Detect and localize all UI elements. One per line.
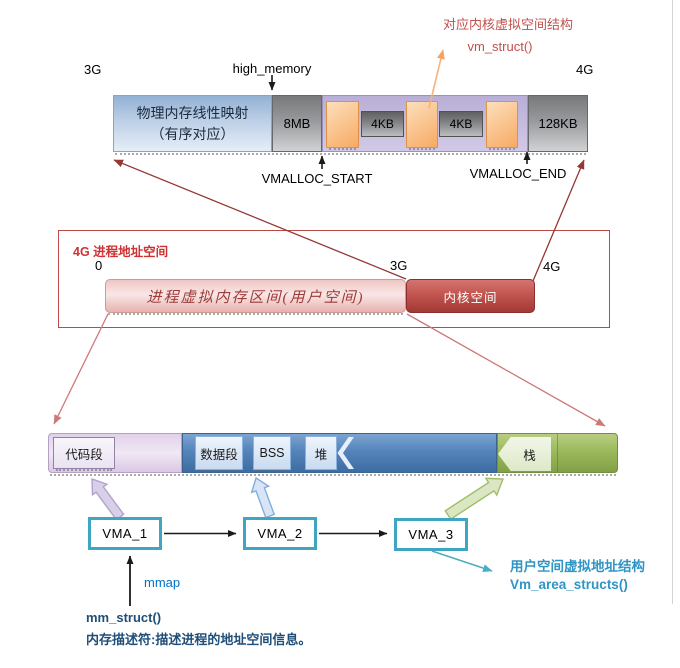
mmap-label: mmap	[144, 575, 181, 590]
vma1-box: VMA_1	[88, 517, 162, 550]
user-to-bottombar-right-arrow-icon	[406, 313, 606, 427]
vma1-block-arrow-icon	[91, 478, 125, 521]
user-struct-note-line2: Vm_area_structs()	[510, 577, 628, 592]
code-segment-box: 代码段	[53, 437, 115, 471]
linear-map-label-line2: （有序对应）	[150, 125, 235, 142]
process-address-space-title: 4G 进程地址空间	[73, 245, 169, 259]
vmalloc-end-label: VMALLOC_END	[469, 166, 567, 181]
vma2-block-arrow-icon	[250, 476, 276, 519]
high-memory-label: high_memory	[232, 61, 312, 76]
linear-map-segment: 物理内存线性映射 （有序对应）	[113, 95, 272, 152]
kernel-space-bar: 物理内存线性映射 （有序对应） 8MB 4KB 4KB 128KB	[113, 95, 588, 155]
heap-box: 堆	[305, 436, 337, 470]
vma3-to-note-arrow-icon	[431, 550, 493, 572]
segment-128kb: 128KB	[528, 95, 588, 152]
data-segment-box: 数据段	[195, 436, 243, 472]
vmalloc-area-block-1	[326, 101, 359, 150]
vma2-box: VMA_2	[243, 517, 317, 550]
kernel-struct-annotation-line2: vm_struct()	[467, 39, 533, 54]
mm-struct-label: mm_struct()	[86, 610, 162, 625]
segment-8mb: 8MB	[272, 95, 322, 152]
user-to-bottombar-left-arrow-icon	[53, 313, 109, 425]
kernel-struct-annotation-line1: 对应内核虚拟空间结构	[442, 17, 573, 32]
vmalloc-start-label: VMALLOC_START	[261, 171, 373, 186]
vmalloc-area-block-3	[486, 101, 518, 150]
stack-box: 栈	[498, 437, 551, 471]
bss-box: BSS	[253, 436, 291, 472]
mid-addr-4g: 4G	[543, 259, 561, 274]
segment-4kb-2: 4KB	[439, 111, 483, 137]
vmalloc-area-block-2	[406, 101, 438, 150]
stack-region-divider	[557, 434, 558, 472]
mm-struct-description: 内存描述符:描述进程的地址空间信息。	[86, 632, 312, 647]
user-space-bar: 进程虚拟内存区间(用户空间)	[105, 279, 406, 315]
kernel-space-segment: 内核空间	[406, 279, 535, 313]
top-addr-4g: 4G	[576, 62, 594, 77]
mid-addr-3g: 3G	[390, 258, 408, 273]
vma3-block-arrow-icon	[444, 477, 505, 521]
page-edge-line	[672, 0, 673, 604]
segment-4kb-1: 4KB	[361, 111, 404, 137]
top-addr-3g: 3G	[84, 62, 102, 77]
user-struct-note-line1: 用户空间虚拟地址结构	[510, 559, 645, 574]
mid-addr-0: 0	[95, 258, 103, 273]
vma3-box: VMA_3	[394, 518, 468, 551]
vmalloc-region: 4KB 4KB	[322, 95, 528, 152]
linear-map-label-line1: 物理内存线性映射	[136, 105, 249, 122]
